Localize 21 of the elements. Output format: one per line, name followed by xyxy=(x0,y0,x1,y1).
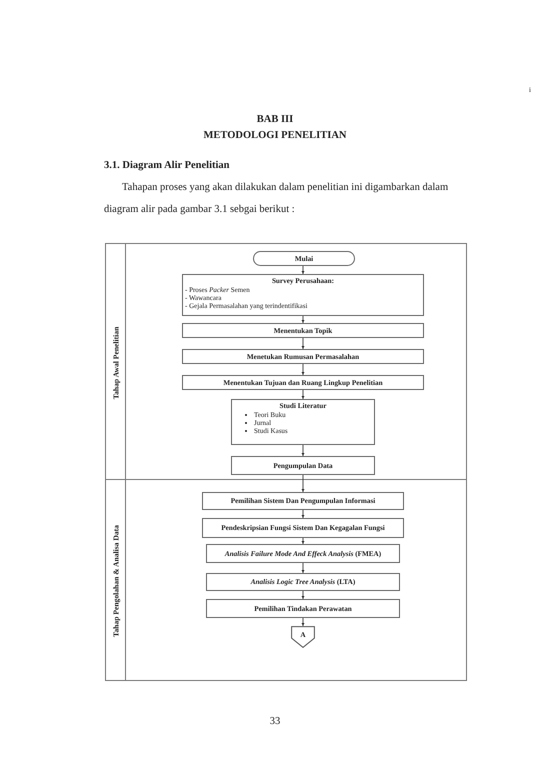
arrow xyxy=(301,562,305,574)
arrow xyxy=(301,618,305,626)
chapter-title: METODOLOGI PENELITIAN xyxy=(202,130,348,141)
chapter-heading: BAB III xyxy=(256,114,294,125)
arrow xyxy=(301,510,305,518)
arrow xyxy=(301,338,305,350)
paragraph: Tahapan proses yang akan dilakukan dalam penelitian ini digambarkan dalam diagram alir pada gambar 3.1 sebgai berikut : xyxy=(104,181,450,218)
arrow xyxy=(301,316,305,324)
arrow xyxy=(301,474,305,492)
swimlane xyxy=(105,243,467,480)
page-number: 33 xyxy=(268,716,282,727)
arrow xyxy=(301,390,305,400)
arrow xyxy=(301,444,305,456)
process-box xyxy=(182,274,424,316)
section-heading: 3.1. Diagram Alir Penelitian xyxy=(104,160,231,171)
arrow xyxy=(301,364,305,376)
arrow xyxy=(301,538,305,544)
arrow xyxy=(301,590,305,600)
swimlane xyxy=(105,479,467,681)
process-box xyxy=(231,399,375,445)
arrow xyxy=(301,266,305,274)
